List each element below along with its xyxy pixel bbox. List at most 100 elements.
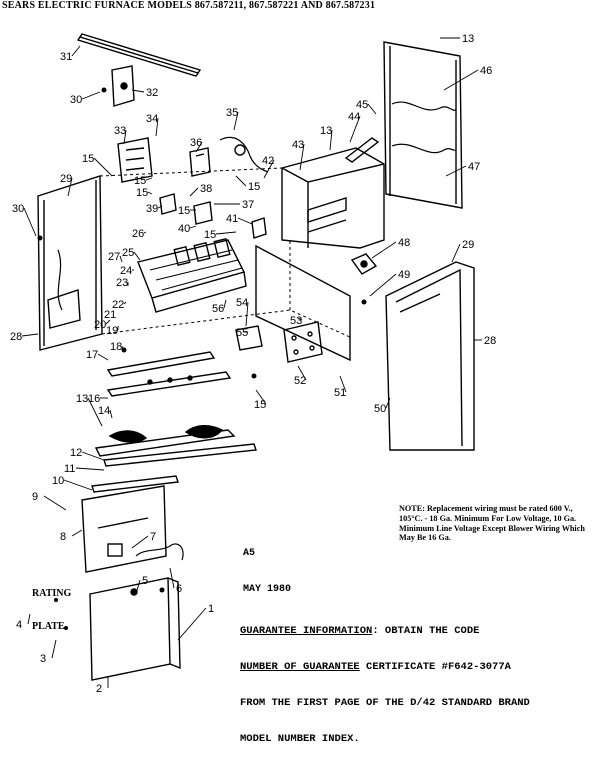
callout-leader-22 — [123, 301, 127, 305]
callout-leader-15 — [145, 177, 153, 181]
callout-3: 3 — [40, 653, 46, 665]
callout-leader-27 — [119, 255, 123, 263]
rating-plate-line-1: RATING — [32, 588, 72, 599]
callout-leader-1 — [177, 607, 207, 641]
callout-36: 36 — [190, 137, 202, 149]
callout-2: 2 — [96, 683, 102, 695]
callout-41: 41 — [226, 213, 238, 225]
callout-leader-5 — [135, 579, 141, 595]
callout-leader-42 — [263, 159, 275, 179]
part-left-side-panel — [37, 175, 103, 351]
callout-leader-7 — [131, 535, 149, 549]
callout-leader-41 — [237, 217, 253, 225]
guarantee-line-2-underlined: NUMBER OF GUARANTEE — [240, 661, 360, 673]
callout-23: 23 — [116, 277, 128, 289]
guarantee-heading: GUARANTEE INFORMATION — [240, 625, 373, 637]
callout-leader-13 — [329, 129, 333, 151]
callout-50: 50 — [374, 403, 386, 415]
callout-leader-14 — [109, 409, 113, 419]
callout-leader-8 — [71, 529, 83, 537]
part-front-door — [89, 577, 181, 681]
part-rail-12 — [91, 443, 257, 493]
callout-leader-44 — [349, 115, 361, 143]
guarantee-line-1: : OBTAIN THE CODE — [372, 625, 480, 637]
callout-8: 8 — [60, 531, 66, 543]
callout-33: 33 — [114, 125, 126, 137]
callout-leader-10 — [63, 479, 93, 491]
callout-leader-20 — [105, 319, 111, 325]
callout-leader-34 — [155, 117, 159, 137]
callout-30: 30 — [70, 94, 82, 106]
diagram-title: SEARS ELECTRIC FURNACE MODELS 867.587211… — [2, 0, 376, 11]
callout-leader-28 — [21, 333, 39, 337]
callout-leader-4 — [27, 613, 31, 625]
callout-leader-40 — [189, 225, 197, 229]
callout-leader-56 — [223, 299, 227, 309]
callout-leader-52 — [297, 365, 307, 381]
callout-leader-18 — [121, 345, 125, 353]
callout-15: 15 — [134, 175, 146, 187]
callout-7: 7 — [150, 531, 156, 543]
callout-32: 32 — [146, 87, 158, 99]
part-rod-44 — [344, 137, 380, 163]
guarantee-information: GUARANTEE INFORMATION: OBTAIN THE CODE N… — [240, 601, 530, 757]
callout-leader-38 — [189, 187, 199, 197]
callout-leader-11 — [75, 467, 105, 471]
stamp-line-1: A5 — [243, 548, 256, 559]
callout-leader-33 — [123, 129, 127, 145]
callout-9: 9 — [32, 491, 38, 503]
callout-29: 29 — [462, 239, 474, 251]
callout-12: 12 — [70, 447, 82, 459]
part-filters-14 — [94, 425, 236, 457]
callout-leader-47 — [445, 165, 467, 177]
part-control-box-43 — [281, 147, 385, 249]
stamp-line-2: MAY 1980 — [243, 584, 292, 595]
callout-26: 26 — [132, 228, 144, 240]
callout-leader-30 — [23, 207, 37, 237]
callout-leader-51 — [339, 375, 347, 393]
callout-15: 15 — [82, 153, 94, 165]
callout-42: 42 — [262, 155, 274, 167]
callout-15: 15 — [204, 229, 216, 241]
callout-leader-15 — [147, 191, 153, 195]
callout-15: 15 — [248, 181, 260, 193]
callout-leader-6 — [169, 567, 175, 589]
callout-leader-29 — [451, 243, 461, 263]
callout-16: 16 — [88, 393, 100, 405]
callout-leader-46 — [443, 69, 479, 91]
callout-28: 28 — [10, 331, 22, 343]
callout-leader-48 — [371, 241, 397, 259]
callout-49: 49 — [398, 269, 410, 281]
callout-13: 13 — [76, 393, 88, 405]
callout-leader-54 — [245, 301, 249, 327]
part-top-rail — [76, 33, 202, 77]
callout-leader-30 — [81, 91, 101, 100]
callout-28: 28 — [484, 335, 496, 347]
callout-37: 37 — [242, 199, 254, 211]
part-wire-6 — [135, 543, 184, 561]
callout-24: 24 — [120, 265, 132, 277]
guarantee-line-3: FROM THE FIRST PAGE OF THE D/42 STANDARD… — [240, 697, 530, 709]
callout-leader-15 — [235, 175, 247, 187]
callout-leader-53 — [297, 317, 303, 321]
callout-44: 44 — [348, 111, 360, 123]
part-cabinet-body — [99, 167, 353, 362]
callout-leader-15 — [215, 231, 237, 235]
callout-47: 47 — [468, 161, 480, 173]
callout-leader-17 — [97, 353, 109, 361]
callout-13: 13 — [320, 125, 332, 137]
callout-leader-35 — [233, 111, 239, 131]
callout-25: 25 — [122, 247, 134, 259]
callout-40: 40 — [178, 223, 190, 235]
callout-30: 30 — [12, 203, 24, 215]
wiring-note: NOTE: Replacement wiring must be rated 6… — [399, 504, 585, 543]
callout-10: 10 — [52, 475, 64, 487]
callout-18: 18 — [110, 341, 122, 353]
callout-15: 15 — [136, 187, 148, 199]
callout-leader-25 — [133, 251, 141, 261]
callout-38: 38 — [200, 183, 212, 195]
callout-leader-45 — [367, 103, 377, 115]
rating-plate-line-2: PLATE — [32, 621, 65, 632]
